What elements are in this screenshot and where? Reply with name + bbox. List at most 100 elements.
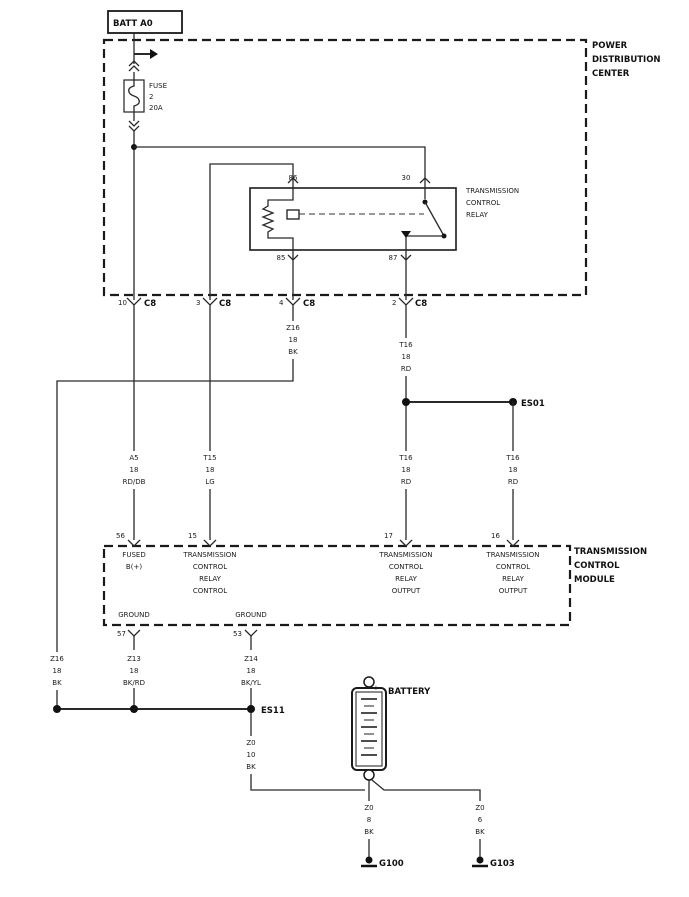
- svg-text:FUSED: FUSED: [122, 551, 145, 559]
- batt-a0-source: BATT A0: [107, 10, 183, 34]
- splice-es01: ES01: [521, 399, 545, 409]
- ground-g103: G103: [472, 856, 515, 869]
- svg-text:20A: 20A: [149, 104, 163, 112]
- wire-t16-mid: T16 18 RD: [398, 454, 413, 486]
- ground-g100: G100: [361, 856, 404, 869]
- svg-text:MODULE: MODULE: [574, 575, 615, 585]
- pdc-boundary: [102, 38, 588, 297]
- svg-text:FUSE: FUSE: [149, 82, 167, 90]
- svg-text:RD: RD: [508, 478, 518, 486]
- tcm-pin-16: 16 TRANSMISSION CONTROL RELAY OUTPUT: [485, 532, 539, 595]
- pdc-pointer-arrow: [134, 49, 158, 59]
- svg-text:18: 18: [247, 667, 256, 675]
- svg-text:GROUND: GROUND: [118, 611, 150, 619]
- connector-c8-pin2: 2 C8: [392, 297, 427, 309]
- svg-text:RELAY: RELAY: [199, 575, 222, 583]
- tcm-pin-56: 56 FUSED B(+): [116, 532, 146, 571]
- svg-text:C8: C8: [303, 299, 315, 309]
- wire-a5: A5 18 RD/DB: [123, 454, 146, 486]
- svg-text:10: 10: [118, 299, 127, 307]
- svg-text:18: 18: [509, 466, 518, 474]
- svg-text:TRANSMISSION: TRANSMISSION: [182, 551, 236, 559]
- svg-text:CONTROL: CONTROL: [389, 563, 423, 571]
- svg-text:18: 18: [130, 667, 139, 675]
- wire-z13: Z13 18 BK/RD: [123, 655, 145, 687]
- connector-c8-pin10: 10 C8: [118, 297, 156, 309]
- battery-negative: -: [373, 762, 376, 770]
- connector-c8-pin3: 3 C8: [196, 297, 231, 309]
- svg-text:GROUND: GROUND: [235, 611, 267, 619]
- svg-text:DISTRIBUTION: DISTRIBUTION: [592, 55, 661, 65]
- wire-t16-top: T16 18 RD: [398, 341, 413, 373]
- svg-text:18: 18: [402, 466, 411, 474]
- svg-text:Z16: Z16: [286, 324, 300, 332]
- svg-text:TRANSMISSION: TRANSMISSION: [574, 547, 647, 557]
- svg-text:RD: RD: [401, 478, 411, 486]
- svg-text:BK/RD: BK/RD: [123, 679, 145, 687]
- battery-positive: +: [373, 684, 379, 692]
- wire-t15: T15 18 LG: [202, 454, 216, 486]
- svg-text:Z16: Z16: [50, 655, 64, 663]
- svg-text:C8: C8: [415, 299, 427, 309]
- relay-pin-30: 30: [402, 174, 411, 182]
- tcm-label: TRANSMISSION CONTROL MODULE: [574, 547, 647, 585]
- svg-text:BK: BK: [52, 679, 62, 687]
- svg-text:CONTROL: CONTROL: [466, 199, 500, 207]
- battery: + - BATTERY: [351, 676, 431, 781]
- svg-text:10: 10: [247, 751, 256, 759]
- svg-text:6: 6: [478, 816, 483, 824]
- svg-text:CONTROL: CONTROL: [574, 561, 620, 571]
- wire-z0-g100: Z0 8 BK: [364, 804, 374, 836]
- svg-text:TRANSMISSION: TRANSMISSION: [465, 187, 519, 195]
- fuse-2-20a: FUSE 2 20A: [123, 72, 167, 121]
- svg-text:RD/DB: RD/DB: [123, 478, 146, 486]
- svg-text:15: 15: [188, 532, 197, 540]
- splice-es11: ES11: [261, 706, 285, 716]
- svg-text:56: 56: [116, 532, 125, 540]
- svg-text:RELAY: RELAY: [466, 211, 489, 219]
- svg-text:53: 53: [233, 630, 242, 638]
- svg-text:Z13: Z13: [127, 655, 141, 663]
- relay-pin-85: 85: [277, 254, 286, 262]
- svg-text:C8: C8: [219, 299, 231, 309]
- battery-label: BATTERY: [388, 687, 431, 697]
- wire-t16-right: T16 18 RD: [505, 454, 520, 486]
- svg-text:CONTROL: CONTROL: [496, 563, 530, 571]
- svg-text:17: 17: [384, 532, 393, 540]
- svg-text:18: 18: [289, 336, 298, 344]
- svg-text:A5: A5: [129, 454, 138, 462]
- wire-z16-top: Z16 18 BK: [286, 324, 300, 356]
- svg-text:T15: T15: [202, 454, 216, 462]
- relay-pin-86: 86: [289, 174, 298, 182]
- svg-text:RELAY: RELAY: [502, 575, 525, 583]
- svg-text:BK/YL: BK/YL: [241, 679, 261, 687]
- svg-text:18: 18: [206, 466, 215, 474]
- svg-text:RELAY: RELAY: [395, 575, 418, 583]
- svg-text:T16: T16: [398, 341, 413, 349]
- svg-text:16: 16: [491, 532, 500, 540]
- svg-text:OUTPUT: OUTPUT: [499, 587, 528, 595]
- svg-text:POWER: POWER: [592, 41, 628, 51]
- svg-text:OUTPUT: OUTPUT: [392, 587, 421, 595]
- svg-text:18: 18: [402, 353, 411, 361]
- transmission-control-relay: 86 30 85 87 TRANSMISSION CONTROL RELAY: [249, 174, 519, 300]
- svg-text:57: 57: [117, 630, 126, 638]
- svg-text:TRANSMISSION: TRANSMISSION: [485, 551, 539, 559]
- svg-text:3: 3: [196, 299, 200, 307]
- svg-text:8: 8: [367, 816, 371, 824]
- svg-text:2: 2: [392, 299, 396, 307]
- svg-text:G103: G103: [490, 859, 515, 869]
- svg-text:Z14: Z14: [244, 655, 258, 663]
- svg-text:Z0: Z0: [364, 804, 373, 812]
- svg-text:BK: BK: [475, 828, 485, 836]
- svg-text:T16: T16: [398, 454, 413, 462]
- batt-a0-label: BATT A0: [113, 19, 153, 29]
- wire-z0-g103: Z0 6 BK: [475, 804, 485, 836]
- svg-text:4: 4: [279, 299, 284, 307]
- relay-pin-87: 87: [389, 254, 398, 262]
- tcm-pin-15: 15 TRANSMISSION CONTROL RELAY CONTROL: [182, 532, 236, 595]
- wire-z16-left: Z16 18 BK: [50, 655, 64, 687]
- svg-text:CONTROL: CONTROL: [193, 587, 227, 595]
- svg-text:RD: RD: [401, 365, 411, 373]
- svg-text:LG: LG: [205, 478, 214, 486]
